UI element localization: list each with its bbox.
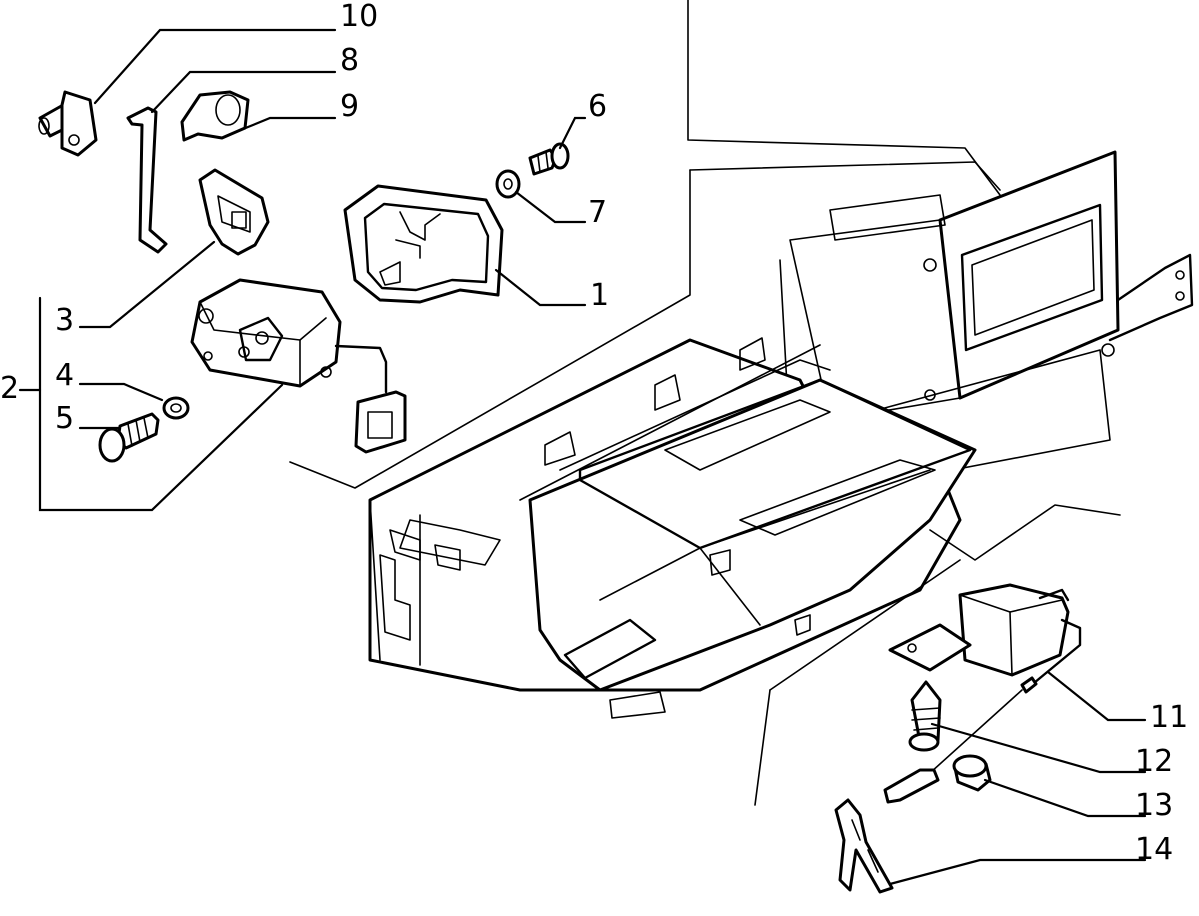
leader-lines xyxy=(18,28,1147,886)
callout-2: 2 xyxy=(0,371,19,406)
callout-3: 3 xyxy=(55,303,74,338)
callout-11: 11 xyxy=(1150,700,1188,735)
heater-housing xyxy=(289,0,1194,806)
callout-13: 13 xyxy=(1135,788,1173,823)
part-2-actuator xyxy=(190,278,407,454)
part-10-bracket-clip xyxy=(38,90,98,157)
part-8-rod xyxy=(126,106,168,254)
callout-6: 6 xyxy=(588,89,607,124)
part-7-washer xyxy=(495,169,521,199)
callout-7: 7 xyxy=(588,195,607,230)
callout-4: 4 xyxy=(55,358,74,393)
part-5-screw xyxy=(98,412,160,463)
callout-1: 1 xyxy=(590,278,609,313)
callout-5: 5 xyxy=(55,401,74,436)
part-14-connector xyxy=(834,798,894,894)
part-11-resistor-module xyxy=(888,583,1082,694)
part-13-bushing xyxy=(883,754,992,804)
callout-14: 14 xyxy=(1135,832,1173,867)
part-4-washer xyxy=(162,396,190,420)
callout-8: 8 xyxy=(340,43,359,78)
callout-labels: 1 2 3 4 5 6 7 8 9 10 11 12 13 14 xyxy=(0,0,1188,867)
part-9-connector xyxy=(180,90,250,142)
callout-12: 12 xyxy=(1135,744,1173,779)
callout-10: 10 xyxy=(340,0,378,34)
part-3-bracket xyxy=(198,168,270,256)
part-6-screw xyxy=(528,142,570,176)
callout-9: 9 xyxy=(340,89,359,124)
part-1-gasket xyxy=(343,184,504,304)
